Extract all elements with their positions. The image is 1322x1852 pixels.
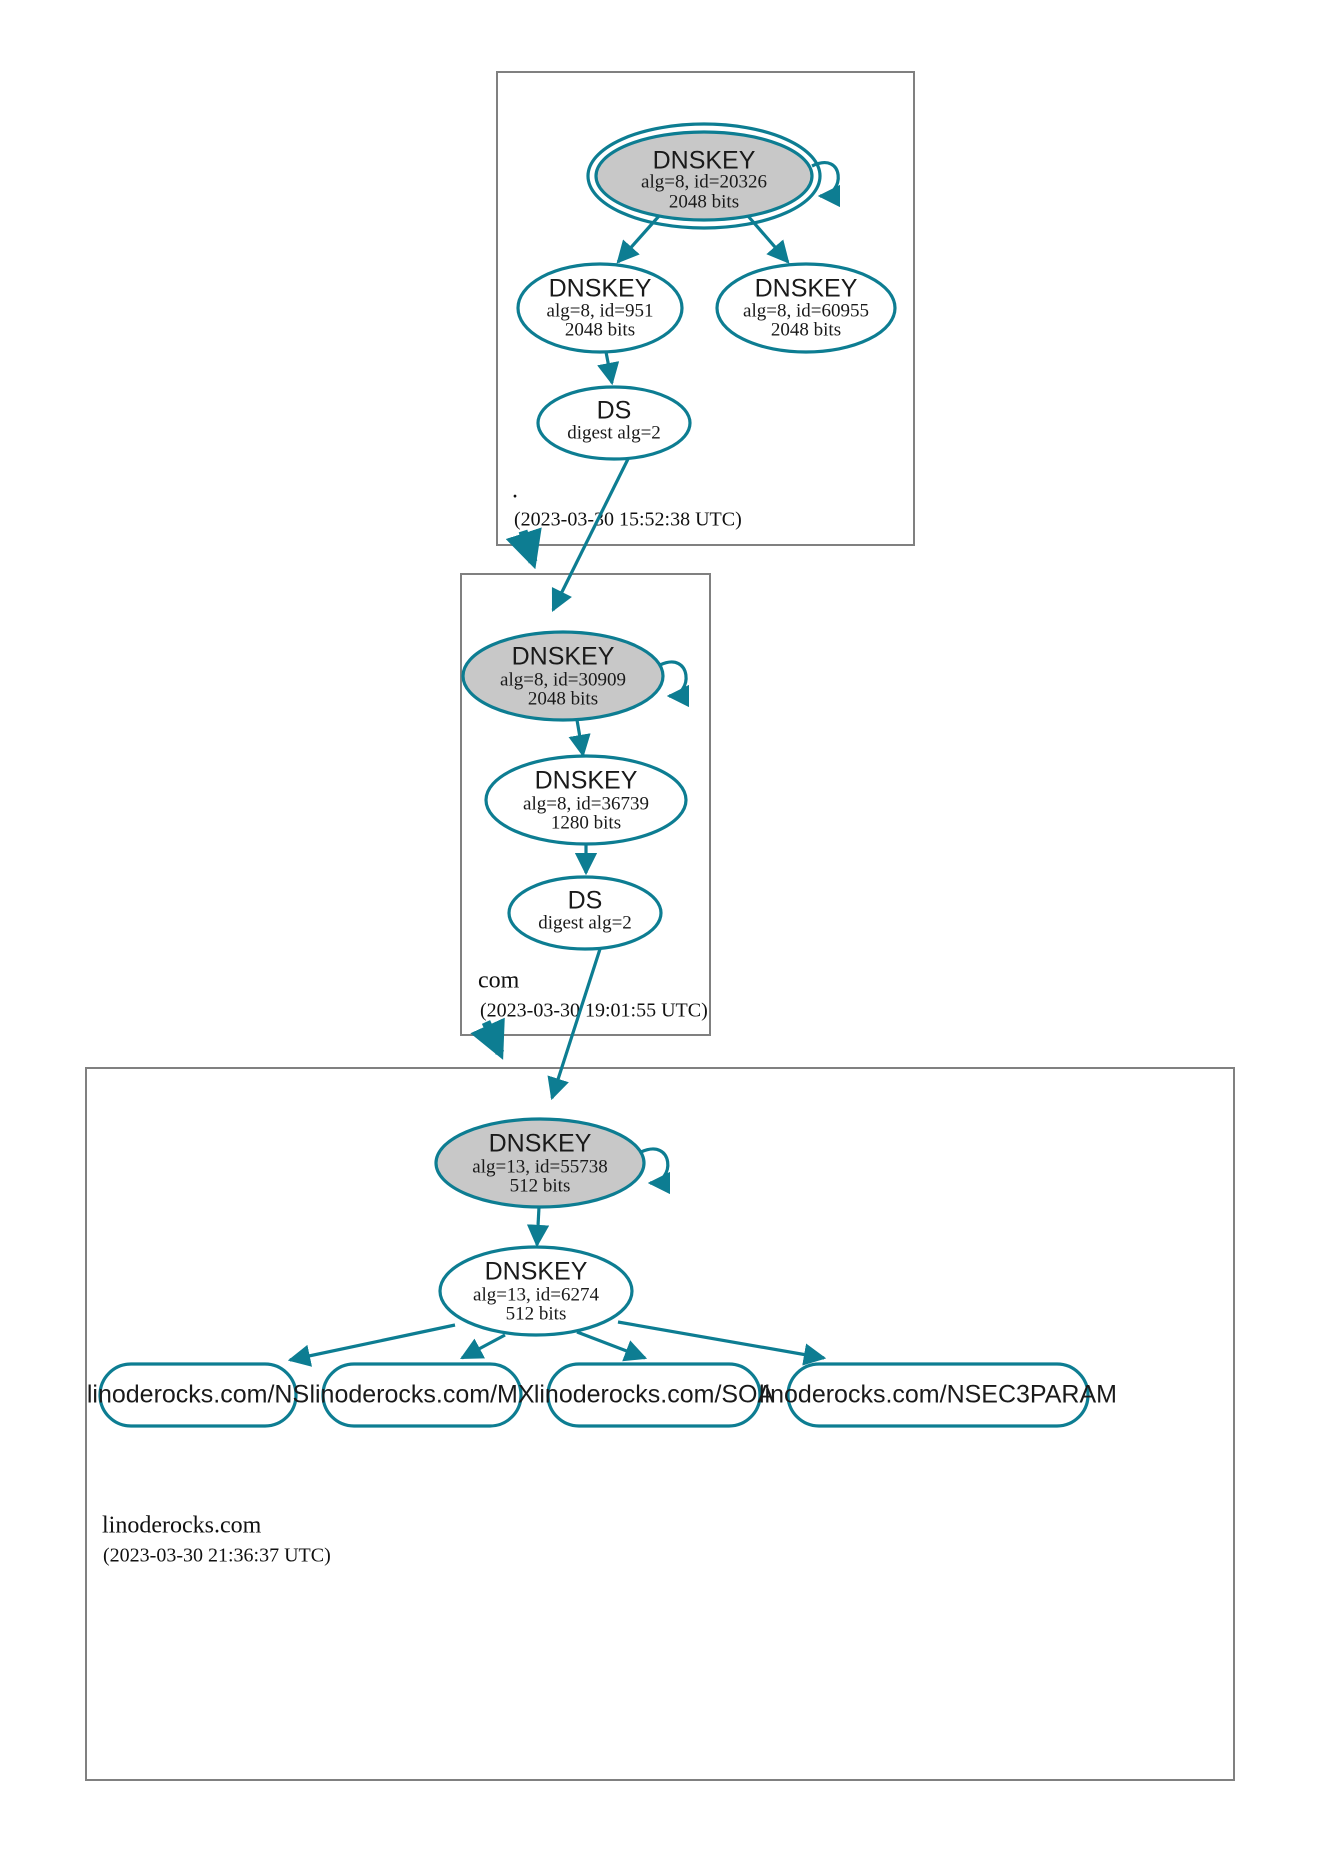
node-lr-ksk-title: DNSKEY	[489, 1130, 592, 1158]
rrset-ns-box[interactable]	[98, 1362, 298, 1428]
edge-root-ds-to-com-ksk	[551, 458, 630, 613]
node-com-ksk-line2: 2048 bits	[528, 688, 598, 709]
rrset-nsec3param-box[interactable]	[786, 1362, 1090, 1428]
node-com-ds-line1: digest alg=2	[538, 912, 632, 933]
edge-lr-zsk-to-soa	[576, 1330, 648, 1362]
edge-lr-ksk-self	[640, 1147, 671, 1195]
edge-root-ksk-to-zsk951	[616, 214, 661, 264]
node-root-ds-line1: digest alg=2	[567, 422, 661, 443]
edge-lr-ksk-to-zsk	[526, 1206, 550, 1248]
edge-lr-zsk-to-nsec3param	[617, 1320, 827, 1366]
node-lr-ksk[interactable]	[434, 1117, 646, 1209]
zone-timestamp-linoderocks: (2023-03-30 21:36:37 UTC)	[103, 1545, 331, 1567]
zone-label-com: com	[478, 968, 520, 994]
node-root-ksk[interactable]	[594, 130, 814, 222]
node-root-zsk-951-line1: alg=8, id=951	[547, 300, 654, 321]
node-root-ksk-line1: alg=8, id=20326	[641, 171, 767, 192]
node-root-zsk-951-title: DNSKEY	[549, 275, 652, 303]
zone-label-root: .	[512, 478, 518, 504]
zone-label-linoderocks: linoderocks.com	[102, 1513, 262, 1539]
node-lr-zsk-line2: 512 bits	[506, 1303, 567, 1324]
node-com-ksk-line1: alg=8, id=30909	[500, 669, 626, 690]
edge-delegation-com-to-linoderocks	[470, 1017, 505, 1060]
node-com-zsk-line2: 1280 bits	[551, 812, 621, 833]
trust-anchor-outline	[586, 122, 822, 230]
rrset-mx-box[interactable]	[321, 1362, 523, 1428]
node-com-ds-title: DS	[568, 887, 603, 915]
edge-root-ksk-self	[811, 161, 841, 208]
node-root-ds-title: DS	[597, 397, 632, 425]
node-root-ksk-title: DNSKEY	[653, 147, 756, 175]
node-root-ds[interactable]	[536, 385, 692, 461]
node-com-ksk-title: DNSKEY	[512, 643, 615, 671]
node-root-zsk-60955-line1: alg=8, id=60955	[743, 300, 869, 321]
edge-lr-zsk-to-ns	[287, 1323, 456, 1367]
rrset-ns-label: linoderocks.com/NS	[87, 1381, 309, 1409]
edge-com-ksk-to-zsk	[568, 719, 591, 758]
node-lr-zsk-line1: alg=13, id=6274	[473, 1284, 599, 1305]
edge-com-ds-to-lr-ksk	[547, 948, 602, 1101]
node-lr-zsk-title: DNSKEY	[485, 1258, 588, 1286]
node-root-zsk-60955-line2: 2048 bits	[771, 319, 841, 340]
node-root-ksk-line2: 2048 bits	[669, 191, 739, 212]
node-com-ksk[interactable]	[461, 630, 665, 722]
node-root-zsk-60955[interactable]	[715, 262, 897, 354]
edge-com-ksk-self	[659, 660, 690, 708]
edge-root-zsk951-to-ds	[597, 351, 620, 386]
node-com-zsk-title: DNSKEY	[535, 767, 638, 795]
zone-timestamp-root: (2023-03-30 15:52:38 UTC)	[514, 509, 742, 531]
edge-delegation-root-to-com	[505, 527, 542, 570]
node-root-zsk-951-line2: 2048 bits	[565, 319, 635, 340]
node-root-zsk-951[interactable]	[516, 262, 684, 354]
node-com-ds[interactable]	[507, 875, 663, 951]
edge-root-ksk-to-zsk60955	[746, 214, 790, 264]
edge-lr-zsk-to-mx	[460, 1333, 506, 1360]
zone-timestamp-com: (2023-03-30 19:01:55 UTC)	[480, 1000, 708, 1022]
rrset-soa-label: linoderocks.com/SOA	[534, 1381, 775, 1409]
node-root-zsk-60955-title: DNSKEY	[755, 275, 858, 303]
node-com-zsk-line1: alg=8, id=36739	[523, 793, 649, 814]
rrset-nsec3param-label: linoderocks.com/NSEC3PARAM	[759, 1381, 1117, 1409]
node-lr-ksk-line1: alg=13, id=55738	[472, 1156, 607, 1177]
rrset-soa-box[interactable]	[546, 1362, 762, 1428]
node-lr-ksk-line2: 512 bits	[510, 1175, 571, 1196]
rrset-mx-label: linoderocks.com/MX	[309, 1381, 534, 1409]
